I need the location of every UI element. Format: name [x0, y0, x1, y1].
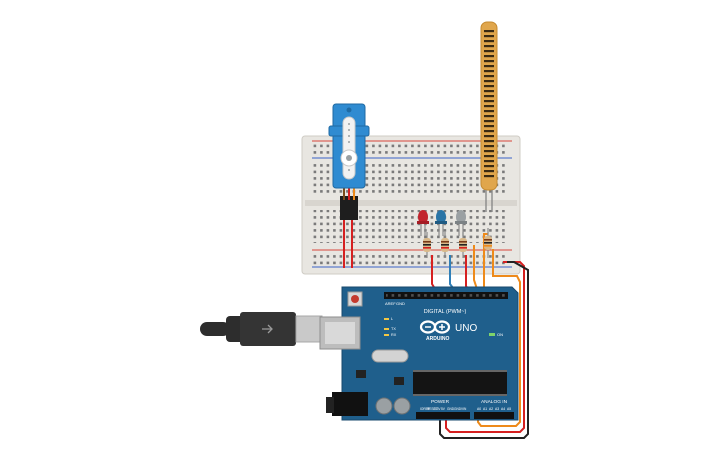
- digital-header-label: DIGITAL (PWM~): [424, 309, 467, 315]
- capacitor-1: [375, 397, 393, 415]
- l-led: [384, 318, 389, 320]
- analog-pin-a2: A2: [489, 407, 493, 411]
- arduino-uno-board[interactable]: DIGITAL (PWM~) AREF GND UNO ARDUINO L TX…: [319, 286, 519, 421]
- analog-header[interactable]: [474, 412, 514, 419]
- arduino-logo-text: ARDUINO: [426, 336, 449, 342]
- power-pin-vin: VIN: [461, 407, 467, 411]
- l-led-label: L: [391, 317, 393, 321]
- capacitor-2: [393, 397, 411, 415]
- resistor-1[interactable]: [423, 232, 431, 258]
- aref-label: AREF: [385, 301, 396, 306]
- usb-icon: [262, 324, 273, 334]
- tx-led-label: TX: [391, 327, 396, 331]
- power-pin-gnd-1: GND: [447, 407, 455, 411]
- board-model-label: UNO: [455, 323, 477, 334]
- voltage-regulator: [356, 370, 366, 378]
- bottom-power-rail: [312, 252, 508, 265]
- arduino-logo: [419, 320, 451, 334]
- analog-pin-a4: A4: [501, 407, 505, 411]
- dc-power-jack[interactable]: [332, 392, 368, 416]
- power-pin-ioref: IOREF: [420, 407, 430, 411]
- tx-led: [384, 328, 389, 330]
- wire-5v[interactable]: [445, 261, 525, 433]
- power-pin-5v: 5V: [441, 407, 446, 411]
- led-blue[interactable]: [435, 210, 447, 236]
- power-header-label: POWER: [431, 399, 450, 405]
- small-chip: [394, 377, 404, 385]
- servo-motor[interactable]: [328, 103, 370, 220]
- flex-sensor[interactable]: [480, 21, 498, 212]
- crystal-oscillator: [371, 349, 409, 363]
- analog-pin-a3: A3: [495, 407, 499, 411]
- resistor-2[interactable]: [441, 232, 449, 258]
- reset-button-cap[interactable]: [351, 295, 359, 303]
- resistor-3[interactable]: [459, 232, 467, 258]
- analog-pin-a0: A0: [477, 407, 481, 411]
- usb-cable-cord: [200, 322, 230, 336]
- power-pin-labels: IOREF RESET 3.3V 5V GND GND VIN: [420, 407, 467, 411]
- servo-connector: [340, 196, 358, 220]
- center-channel: [305, 200, 517, 206]
- on-led-label: ON: [497, 332, 503, 337]
- rx-led: [384, 334, 389, 336]
- power-pin-reset: RESET: [427, 407, 438, 411]
- usb-cable[interactable]: [200, 312, 323, 346]
- power-pin-3v3: 3.3V: [434, 407, 441, 411]
- analog-pin-a5: A5: [507, 407, 511, 411]
- analog-pin-labels: A0 A1 A2 A3 A4 A5: [477, 407, 511, 411]
- usb-plug-metal: [295, 315, 323, 343]
- rx-led-label: RX: [391, 333, 397, 337]
- led-red[interactable]: [417, 210, 429, 236]
- power-header[interactable]: [416, 412, 470, 419]
- flex-sensor-trace: [484, 30, 494, 180]
- analog-header-label: ANALOG IN: [481, 399, 508, 405]
- gnd-label: GND: [396, 301, 405, 306]
- resistor-4[interactable]: [484, 228, 492, 258]
- atmega-microcontroller: [413, 372, 507, 394]
- power-pin-gnd-2: GND: [454, 407, 462, 411]
- analog-pin-a1: A1: [483, 407, 487, 411]
- wire-gnd[interactable]: [439, 261, 529, 439]
- resistors: [423, 228, 492, 258]
- servo-horn[interactable]: [340, 116, 358, 180]
- wire-analog-a0[interactable]: [477, 249, 521, 427]
- on-led: [489, 333, 495, 336]
